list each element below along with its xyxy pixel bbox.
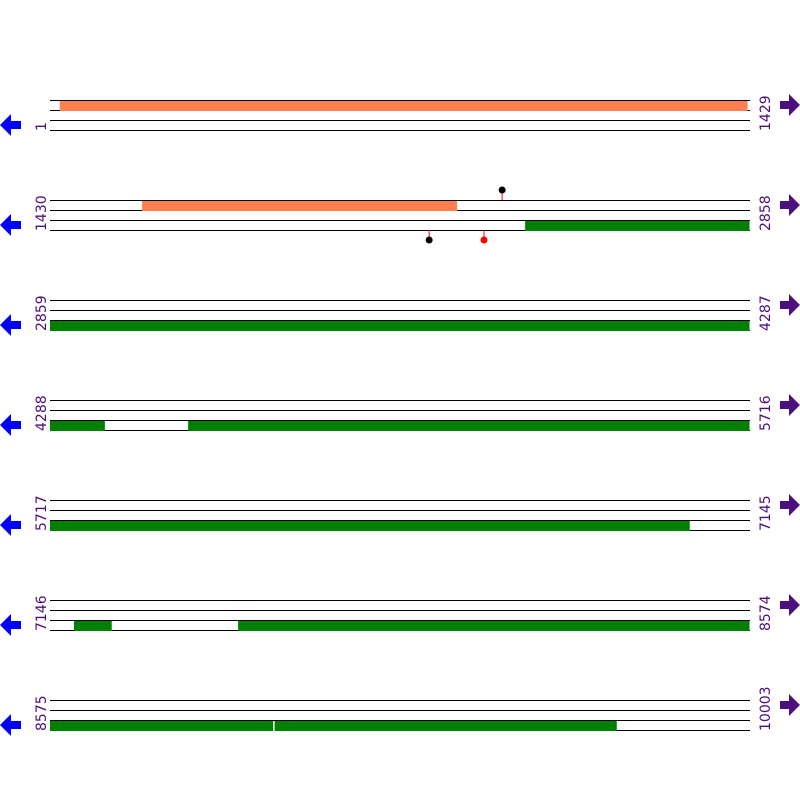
arrow-right-icon bbox=[780, 494, 800, 516]
sequence-row: 7146 8574 bbox=[0, 594, 800, 636]
arrow-right-icon bbox=[780, 594, 800, 616]
arrow-left-icon bbox=[0, 414, 21, 436]
row-end-label: 2858 bbox=[758, 195, 774, 231]
row-end-label: 4287 bbox=[758, 295, 774, 331]
sequence-row: 1430 2858 bbox=[0, 186, 800, 244]
top-strand-feature bbox=[142, 201, 458, 211]
sequence-row: 5717 7145 bbox=[0, 494, 800, 536]
bottom-strand-feature bbox=[525, 221, 750, 231]
sequence-row: 1 1429 bbox=[0, 94, 800, 136]
bottom-strand-feature bbox=[50, 521, 690, 531]
arrow-right-icon bbox=[780, 294, 800, 316]
row-start-label: 5717 bbox=[34, 495, 50, 531]
arrow-left-icon bbox=[0, 714, 21, 736]
arrow-right-icon bbox=[780, 394, 800, 416]
site-marker bbox=[498, 186, 506, 200]
bottom-strand-feature bbox=[50, 421, 105, 431]
row-end-label: 8574 bbox=[758, 595, 774, 631]
bottom-strand-feature bbox=[188, 421, 750, 431]
bottom-strand-feature bbox=[50, 321, 750, 331]
arrow-right-icon bbox=[780, 194, 800, 216]
row-end-label: 5716 bbox=[758, 395, 774, 431]
bottom-strand-feature bbox=[74, 621, 112, 631]
sequence-row: 2859 4287 bbox=[0, 294, 800, 336]
arrow-left-icon bbox=[0, 614, 21, 636]
bottom-strand-feature bbox=[50, 721, 617, 731]
row-end-label: 7145 bbox=[758, 495, 774, 531]
row-start-label: 4288 bbox=[34, 395, 50, 431]
marker-dot bbox=[498, 186, 506, 194]
site-marker bbox=[425, 230, 433, 244]
row-start-label: 1 bbox=[34, 122, 50, 131]
row-end-label: 1429 bbox=[758, 95, 774, 131]
row-end-label: 10003 bbox=[758, 686, 774, 731]
arrow-left-icon bbox=[0, 114, 21, 136]
sequence-row: 8575 10003 bbox=[0, 686, 800, 736]
arrow-left-icon bbox=[0, 214, 21, 236]
bottom-strand-feature bbox=[238, 621, 750, 631]
arrow-left-icon bbox=[0, 514, 21, 536]
arrow-right-icon bbox=[780, 694, 800, 716]
marker-dot bbox=[425, 236, 433, 244]
site-marker bbox=[480, 230, 488, 244]
sequence-row: 4288 5716 bbox=[0, 394, 800, 436]
row-start-label: 1430 bbox=[34, 195, 50, 231]
row-start-label: 7146 bbox=[34, 595, 50, 631]
row-start-label: 2859 bbox=[34, 295, 50, 331]
top-strand-feature bbox=[59, 101, 748, 111]
arrow-left-icon bbox=[0, 314, 21, 336]
arrow-right-icon bbox=[780, 94, 800, 116]
row-start-label: 8575 bbox=[34, 695, 50, 731]
marker-dot bbox=[480, 236, 488, 244]
